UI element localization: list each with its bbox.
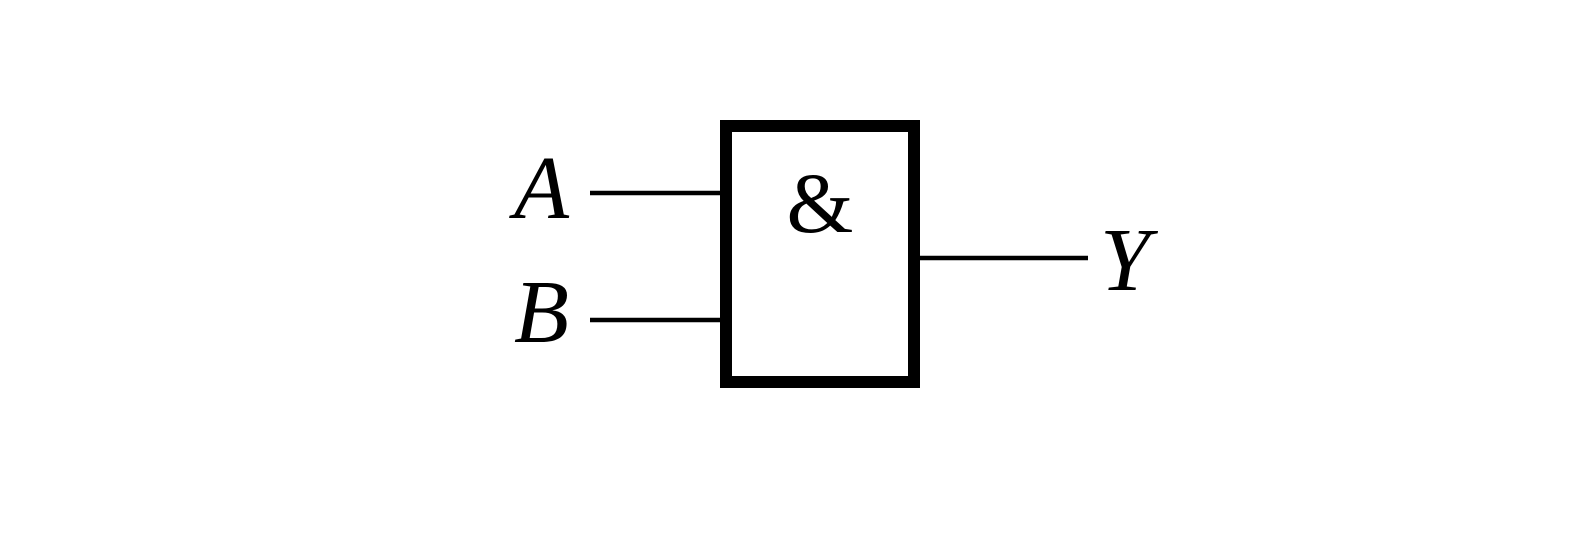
input-b-label: B	[514, 263, 569, 362]
input-a: A	[509, 139, 726, 238]
output-y: Y	[914, 211, 1159, 310]
input-a-label: A	[509, 139, 570, 238]
gate-body	[720, 120, 920, 388]
output-y-label: Y	[1100, 211, 1159, 310]
gate-symbol: &	[787, 155, 854, 251]
input-b: B	[514, 263, 726, 362]
and-gate: &	[720, 120, 920, 388]
